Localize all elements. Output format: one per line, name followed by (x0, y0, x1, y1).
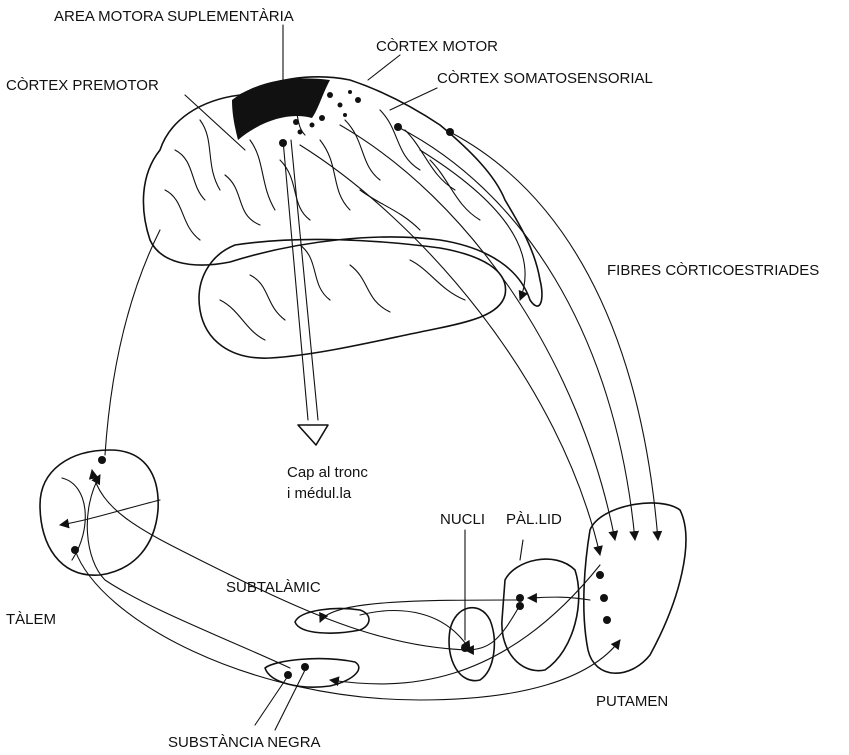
nuclei (40, 450, 686, 687)
corticostriatal-fibres (300, 125, 658, 555)
supplementary-motor-area-region (232, 78, 330, 140)
pathways (60, 25, 658, 730)
label-subthalamic: SUBTALÀMIC (226, 580, 321, 595)
label-caudate-nucleus: NUCLI (440, 512, 485, 527)
label-substantia-nigra: SUBSTÀNCIA NEGRA (168, 735, 321, 750)
label-descending-line-1: Cap al tronc (287, 465, 368, 480)
cortical-gyri (165, 95, 480, 340)
label-thalamus: TÀLEM (6, 612, 56, 627)
thalamocortical-fibre (105, 230, 160, 455)
label-corticostriatal-fibres: FIBRES CÒRTICOESTRIADES (607, 263, 819, 278)
label-motor-cortex: CÒRTEX MOTOR (376, 39, 498, 54)
putamen-outline (584, 503, 686, 673)
label-premotor-cortex: CÒRTEX PREMOTOR (6, 78, 159, 93)
neuron-cell-bodies (71, 123, 611, 679)
label-putamen: PUTAMEN (596, 694, 668, 709)
descending-pathway-arrow (283, 140, 328, 445)
thalamus-outline (40, 450, 158, 575)
nucleus-outline (449, 608, 494, 681)
pallidum-outline (502, 559, 579, 671)
basal-ganglia-loops (60, 470, 620, 700)
label-somatosensory-cortex: CÒRTEX SOMATOSENSORIAL (437, 71, 653, 86)
label-supplementary-motor-area: AREA MOTORA SUPLEMENTÀRIA (54, 9, 294, 24)
label-descending-line-2: i médul.la (287, 486, 351, 501)
label-pallidum: PÀL.LID (506, 512, 562, 527)
